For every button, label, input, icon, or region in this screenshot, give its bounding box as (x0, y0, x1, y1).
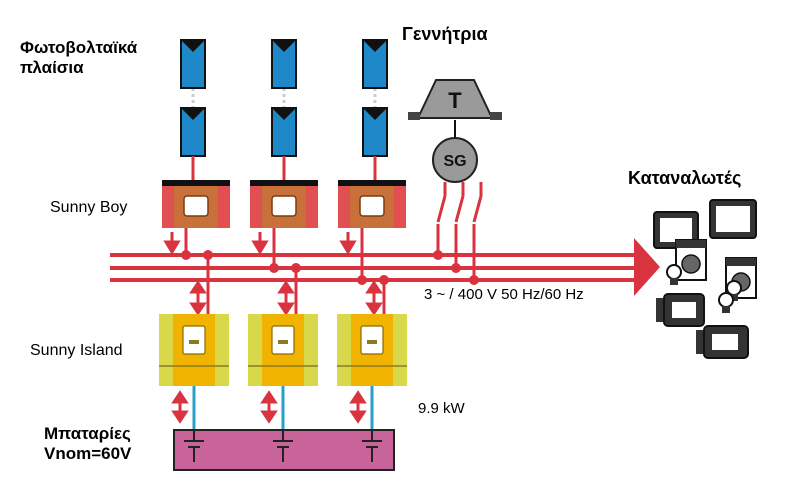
electric-motor-icon (656, 293, 705, 327)
battery-icon (273, 430, 293, 462)
bidirectional-arrows-battery (171, 390, 367, 424)
generator-symbol: SG (443, 153, 466, 170)
battery-bank (173, 429, 395, 471)
sunny-island-inverter (248, 314, 318, 386)
turbine-icon: T (408, 79, 502, 120)
sunny-boy-inverter (338, 180, 406, 228)
sunny-boy-label: Sunny Boy (50, 199, 128, 216)
pv-string-1 (180, 39, 206, 182)
electric-motor-icon (696, 325, 749, 359)
generator-switch-icon (436, 182, 483, 280)
light-bulb-icon (726, 280, 742, 301)
pv-panel-icon (180, 39, 206, 89)
consumers-label: Καταναλωτές (628, 168, 742, 188)
pv-panel-icon (180, 107, 206, 157)
pv-panel-icon (362, 107, 388, 157)
pv-string-3 (362, 39, 388, 182)
dc-links (192, 386, 374, 430)
light-bulb-icon (718, 292, 734, 313)
battery-icon (362, 430, 382, 462)
sunny-island-label: Sunny Island (30, 342, 123, 359)
washing-machine-icon (675, 239, 707, 281)
sunny-boy-inverter (162, 180, 230, 228)
generator-label: Γεννήτρια (402, 24, 488, 44)
grid-spec-label: 3 ~ / 400 V 50 Hz/60 Hz (424, 286, 584, 303)
pv-panel-icon (271, 39, 297, 89)
light-bulb-icon (666, 264, 682, 285)
tv-icon (709, 199, 757, 239)
sunny-island-inverter (337, 314, 407, 386)
batteries-label-line2: Vnom=60V (44, 444, 132, 463)
pv-panels-label: Φωτοβολταϊκά πλαίσια (20, 38, 137, 78)
sunny-boy-inverter (250, 180, 318, 228)
pv-panels-label-line1: Φωτοβολταϊκά (20, 38, 138, 57)
pv-string-2 (271, 39, 297, 182)
power-label: 9.9 kW (418, 400, 465, 417)
pv-panel-icon (271, 107, 297, 157)
consumers-group (653, 199, 757, 359)
generator-icon: SG (432, 137, 478, 183)
bidirectional-arrows-island (189, 280, 383, 316)
ac-bus (110, 238, 660, 296)
battery-icon (184, 430, 204, 462)
sunny-island-inverter (159, 314, 229, 386)
pv-panels-label-line2: πλαίσια (20, 58, 84, 77)
pv-panel-icon (362, 39, 388, 89)
batteries-label: Μπαταρίες Vnom=60V (44, 424, 131, 464)
sunny-island-feeders (206, 255, 386, 314)
batteries-label-line1: Μπαταρίες (44, 424, 131, 443)
power-flow-arrows-sunny-boy (163, 232, 357, 255)
turbine-symbol: T (448, 88, 462, 113)
bus-arrow-icon (634, 238, 660, 296)
